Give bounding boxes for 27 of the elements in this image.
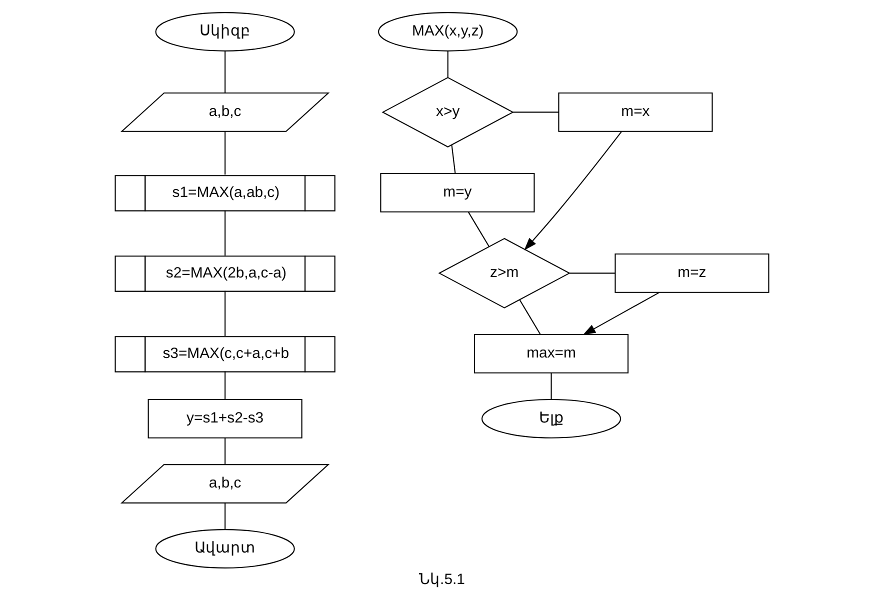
connector bbox=[447, 50, 448, 78]
connector bbox=[224, 131, 226, 175]
connector bbox=[224, 438, 226, 464]
node-ellipse: Ավարտ bbox=[155, 529, 295, 568]
node-box: m=y bbox=[380, 172, 535, 212]
connector bbox=[224, 371, 226, 400]
node-box: max=m bbox=[474, 334, 629, 374]
caption: Նկ.5.1 bbox=[419, 571, 465, 588]
connector bbox=[224, 210, 226, 256]
node-diamond: x>y bbox=[382, 76, 514, 148]
node-box: y=s1+s2-s3 bbox=[148, 398, 302, 438]
node-box: m=x bbox=[558, 92, 713, 132]
connector bbox=[468, 212, 490, 247]
connector bbox=[519, 300, 541, 335]
connector bbox=[224, 290, 226, 336]
connector bbox=[451, 145, 456, 174]
connector bbox=[513, 112, 558, 113]
node-ellipse: MAX(x,y,z) bbox=[378, 12, 518, 52]
node-ellipse: Ելք bbox=[481, 398, 622, 438]
connector bbox=[224, 50, 226, 93]
connector bbox=[570, 272, 615, 274]
connector bbox=[224, 502, 226, 530]
node-box: m=z bbox=[614, 253, 770, 293]
node-ellipse: Սկիզբ bbox=[155, 12, 295, 52]
arrow bbox=[524, 131, 622, 250]
arrow bbox=[582, 292, 660, 336]
connector bbox=[550, 372, 552, 400]
